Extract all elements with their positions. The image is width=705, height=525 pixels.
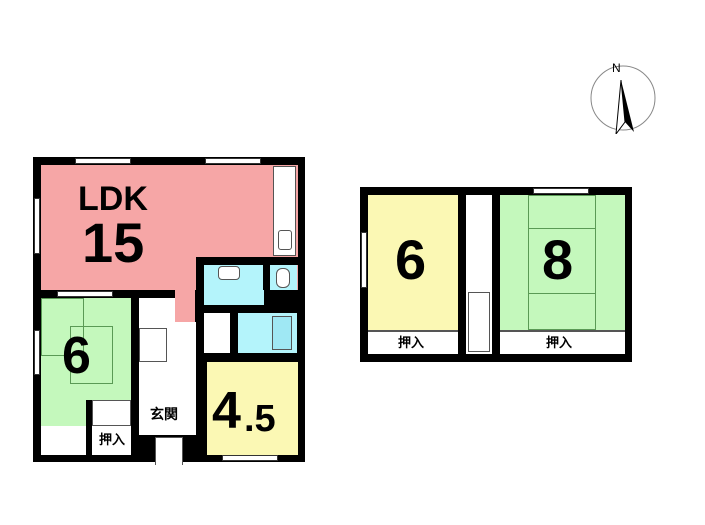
wall <box>263 265 270 290</box>
oshiire-east-label: 押入 <box>546 335 573 350</box>
stove-icon <box>278 230 292 250</box>
toilet-icon <box>276 268 290 288</box>
room-east-size: 8 <box>542 228 574 291</box>
room45-decimal: .5 <box>244 398 276 440</box>
hall-space <box>204 313 230 353</box>
window <box>34 198 40 254</box>
closet-door <box>92 400 131 426</box>
tatami <box>528 228 596 294</box>
window <box>57 291 113 297</box>
oshiire-label: 押入 <box>98 432 125 447</box>
room45-size: 4 <box>212 382 241 440</box>
wall <box>196 257 305 265</box>
hall <box>167 322 196 390</box>
ldk-label: LDK <box>78 180 148 218</box>
compass-north-icon <box>590 65 656 134</box>
room-west-size: 6 <box>395 228 427 291</box>
wall <box>86 400 92 455</box>
wall <box>131 298 139 462</box>
window <box>222 455 278 461</box>
storage <box>41 426 91 455</box>
wall <box>196 257 204 367</box>
ldk-hall <box>175 288 195 322</box>
oshiire-west <box>368 330 458 354</box>
window <box>75 158 131 164</box>
window <box>533 188 589 194</box>
ldk-size: 15 <box>82 211 145 274</box>
room-4-5 <box>207 362 298 455</box>
oshiire-1f <box>92 426 131 455</box>
wall <box>196 353 305 362</box>
genkan <box>139 390 196 435</box>
genkan-label: 玄関 <box>150 406 178 422</box>
washitsu-size: 6 <box>62 327 91 385</box>
window <box>34 330 40 375</box>
stairs <box>139 328 167 362</box>
room-east-8 <box>500 195 625 330</box>
compass-label: N <box>612 61 621 75</box>
window <box>205 158 261 164</box>
tatami <box>41 298 84 356</box>
sink-icon <box>218 266 240 280</box>
oshiire-west-label: 押入 <box>398 335 425 350</box>
oshiire-east <box>500 330 625 354</box>
stairs-2f <box>468 292 490 352</box>
wall <box>230 305 305 313</box>
room-west-6 <box>368 195 458 330</box>
tatami <box>70 326 113 384</box>
window <box>361 232 367 288</box>
bathtub-icon <box>272 316 292 350</box>
entrance-door[interactable] <box>155 437 183 465</box>
